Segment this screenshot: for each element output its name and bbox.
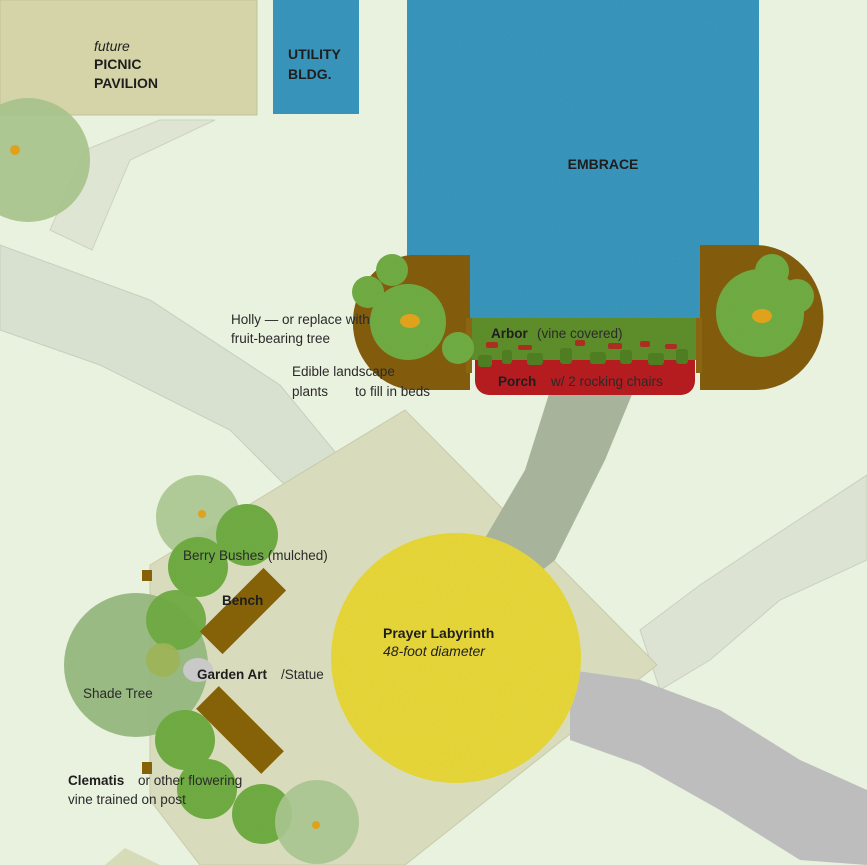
trunk-marker bbox=[312, 821, 320, 829]
trunk-marker bbox=[198, 510, 206, 518]
porch-label: Porch bbox=[498, 374, 536, 389]
arbor-post-right bbox=[696, 318, 702, 373]
embrace-label: EMBRACE bbox=[568, 156, 639, 172]
fruit-marker bbox=[752, 309, 772, 323]
clematis-label-detail: or other flowering bbox=[138, 773, 242, 788]
arbor-vines bbox=[478, 348, 688, 367]
pavilion-name-line1: PICNIC bbox=[94, 56, 141, 72]
edible-label-line2b: to fill in beds bbox=[355, 384, 430, 399]
berry-bushes-label: Berry Bushes (mulched) bbox=[183, 548, 328, 563]
path-east-walk bbox=[639, 474, 867, 691]
porch-label-detail: w/ 2 rocking chairs bbox=[550, 374, 663, 389]
utility-label-line1: UTILITY bbox=[288, 46, 342, 62]
utility-label-line2: BLDG. bbox=[288, 66, 332, 82]
clematis-label-line2: vine trained on post bbox=[68, 792, 186, 807]
shrub bbox=[442, 332, 474, 364]
bench-label: Bench bbox=[222, 593, 263, 608]
arbor-label-detail: (vine covered) bbox=[537, 326, 623, 341]
tree-canopy bbox=[0, 98, 90, 222]
shrub bbox=[780, 279, 814, 313]
post bbox=[142, 570, 152, 581]
path-to-porch bbox=[475, 375, 640, 600]
fruit-marker bbox=[400, 314, 420, 328]
pavilion-name-line2: PAVILION bbox=[94, 75, 158, 91]
trunk-marker bbox=[10, 145, 20, 155]
garden-art-label-detail: /Statue bbox=[281, 667, 324, 682]
shrub bbox=[177, 759, 237, 819]
path-corner bbox=[105, 848, 160, 865]
berry-bush bbox=[216, 504, 278, 566]
edible-label-line2a: plants bbox=[292, 384, 328, 399]
garden-art-label: Garden Art bbox=[197, 667, 268, 682]
holly-label-line1: Holly — or replace with bbox=[231, 312, 370, 327]
clematis-label: Clematis bbox=[68, 773, 124, 788]
path-grey bbox=[570, 670, 867, 865]
shrub bbox=[376, 254, 408, 286]
labyrinth-title: Prayer Labyrinth bbox=[383, 625, 494, 641]
pavilion-future-label: future bbox=[94, 38, 130, 54]
labyrinth-subtitle: 48-foot diameter bbox=[383, 643, 486, 659]
prayer-labyrinth bbox=[331, 533, 581, 783]
edible-label-line1: Edible landscape bbox=[292, 364, 395, 379]
shrub bbox=[155, 710, 215, 770]
shrub bbox=[352, 276, 384, 308]
utility-building bbox=[273, 0, 359, 114]
shrub bbox=[146, 590, 206, 650]
bench-lower bbox=[196, 686, 284, 774]
berry-bush bbox=[168, 537, 228, 597]
arbor-label: Arbor bbox=[491, 326, 528, 341]
shade-tree-label: Shade Tree bbox=[83, 686, 153, 701]
trunk-marker bbox=[146, 643, 180, 677]
holly-label-line2: fruit-bearing tree bbox=[231, 331, 330, 346]
clematis-post bbox=[142, 762, 152, 774]
bench-upper bbox=[199, 567, 287, 655]
shrub bbox=[755, 254, 789, 288]
garden-art-statue bbox=[183, 658, 213, 682]
picnic-pavilion bbox=[0, 0, 258, 116]
arbor-vines-red bbox=[486, 340, 677, 350]
